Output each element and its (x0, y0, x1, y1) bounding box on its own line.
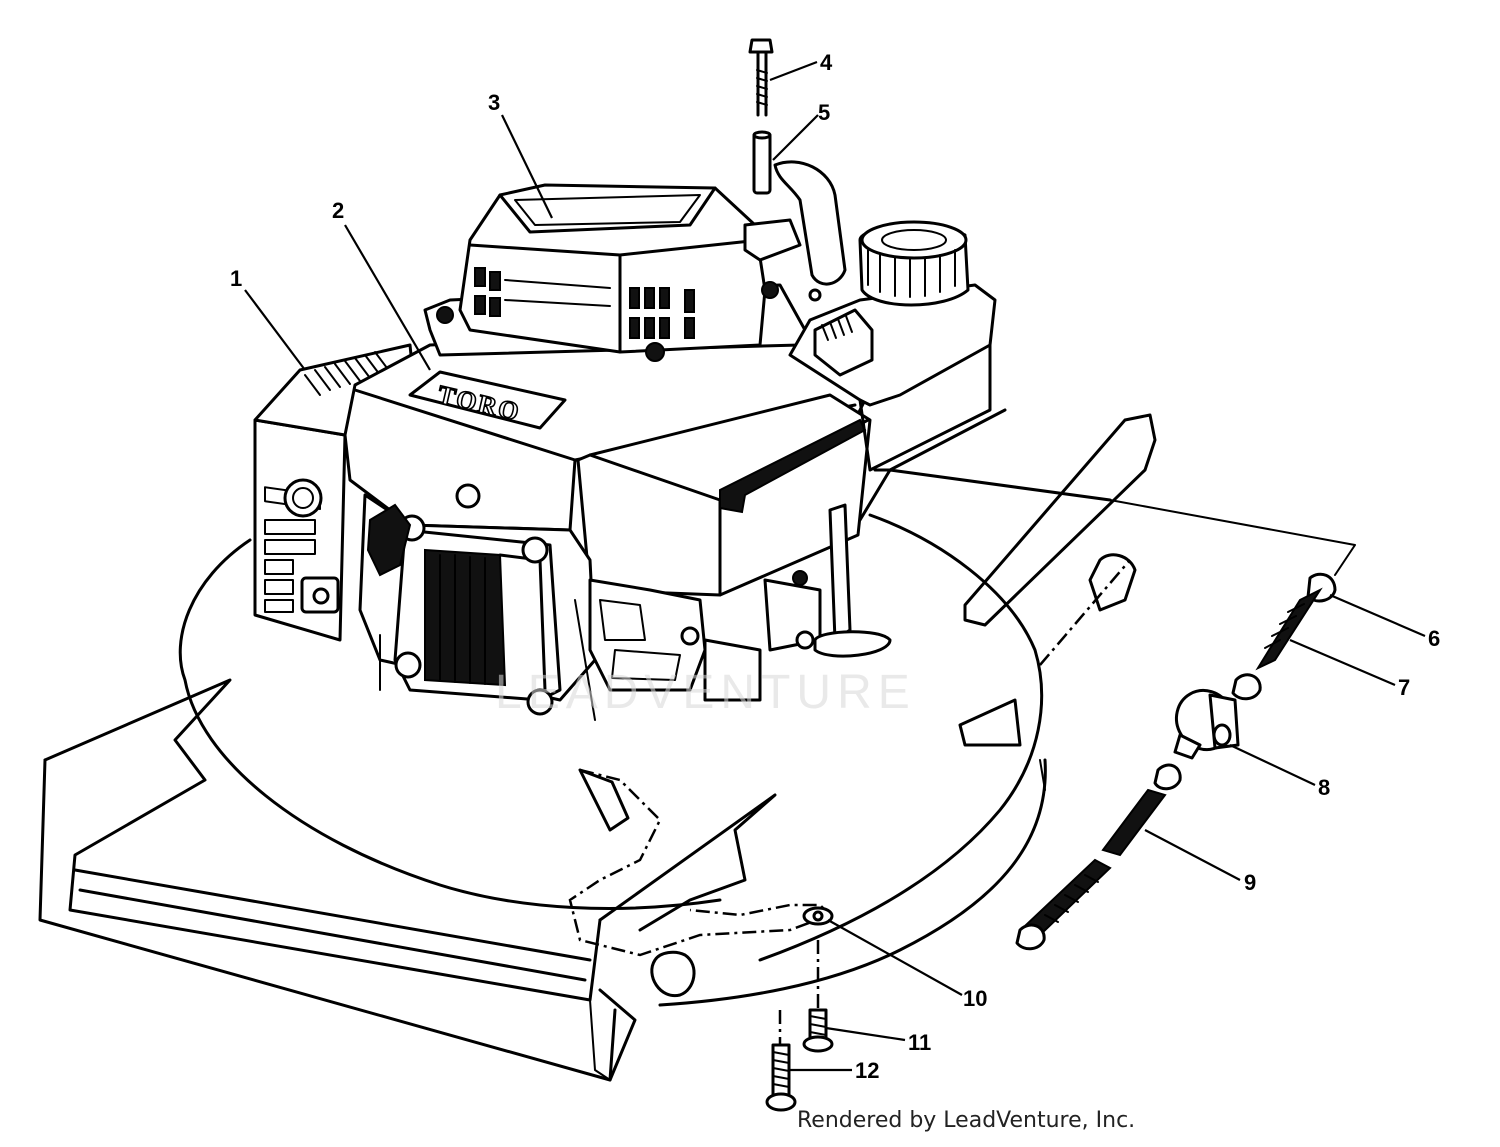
callouts: 1 2 3 4 5 6 7 8 9 10 11 12 (230, 50, 1440, 1083)
callout-6: 6 (1428, 626, 1440, 651)
callout-11: 11 (908, 1030, 931, 1055)
callout-12: 12 (855, 1058, 879, 1083)
callout-1: 1 (230, 266, 242, 291)
screw-11 (802, 1008, 834, 1053)
engine-spacer (752, 130, 772, 195)
watermark: LEADVENTURE (495, 666, 916, 719)
callout-9: 9 (1244, 870, 1256, 895)
engine-bolt (748, 38, 774, 117)
leader-lines (244, 60, 1426, 1072)
mower-deck (38, 413, 1356, 1082)
deck-bracket-screw (802, 906, 834, 926)
credit-text: Rendered by LeadVenture, Inc. (797, 1108, 1136, 1133)
callout-10: 10 (963, 986, 987, 1011)
callout-2: 2 (332, 198, 344, 223)
callout-4: 4 (820, 50, 833, 75)
callout-7: 7 (1398, 675, 1410, 700)
engine-assembly: TORO (253, 160, 1007, 721)
callout-5: 5 (818, 100, 830, 125)
screw-12 (765, 1043, 797, 1112)
fuel-line-assembly (1015, 572, 1337, 951)
callout-3: 3 (488, 90, 500, 115)
callout-8: 8 (1318, 775, 1330, 800)
